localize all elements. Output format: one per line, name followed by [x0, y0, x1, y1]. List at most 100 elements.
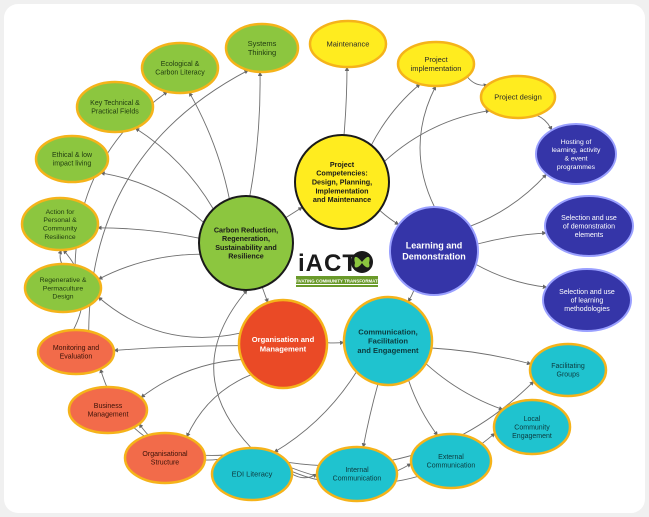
- connector-organisation-to-regenerative_design: [97, 296, 241, 338]
- connector-carbon-to-action_resilience: [97, 225, 200, 239]
- connector-carbon-to-project: [285, 206, 303, 219]
- connector-project-to-project_design: [383, 109, 491, 162]
- connector-communication-to-local_engagement: [425, 363, 504, 411]
- node-key-technical-fields-shape: [75, 80, 155, 134]
- hub-carbon-reduction-label: Carbon Reduction,Regeneration,Sustainabi…: [214, 225, 278, 260]
- node-monitoring-evaluation-shape: [36, 328, 116, 376]
- connector-learning-to-demo_elements: [477, 230, 547, 245]
- node-ecological-carbon-literacy-label: Ecological &Carbon Literacy: [155, 61, 205, 77]
- node-ecological-carbon-literacy-shape: [140, 41, 220, 95]
- connector-project-to-maintenance: [343, 66, 350, 136]
- connector-project-to-learning: [379, 209, 400, 225]
- node-demonstration-elements-shape: [544, 195, 634, 257]
- node-regenerative-design-shape: [23, 262, 103, 314]
- connector-edi_literacy-to-internal_comm: [291, 473, 318, 479]
- hub-organisation-management-shape: [237, 298, 329, 390]
- node-project-implementation-shape: [396, 40, 476, 88]
- connector-carbon-to-ethical_living: [100, 171, 205, 223]
- node-key-technical-fields-label: Key Technical &Practical Fields: [90, 100, 140, 116]
- connector-communication-to-external_comm: [408, 379, 438, 436]
- connector-project_implementation-to-project_design: [466, 76, 489, 88]
- connector-project_design-to-hosting: [536, 114, 553, 131]
- connector-carbon-to-regenerative_design: [98, 253, 201, 280]
- node-business-management-shape: [67, 385, 149, 435]
- node-local-community-engagement-shape: [492, 398, 572, 456]
- connector-edi_literacy-to-carbon: [213, 289, 252, 449]
- node-internal-communication-shape: [315, 445, 399, 503]
- connector-communication-to-facilitating_groups: [431, 347, 532, 366]
- connector-regenerative_design-to-action_resilience: [57, 249, 63, 265]
- node-hosting-programmes-shape: [535, 123, 617, 185]
- connector-learning-to-learning_methods: [475, 264, 548, 289]
- connector-organisation-to-business: [140, 359, 242, 398]
- node-edi-literacy: EDI Literacy: [210, 446, 294, 502]
- node-action-resilience-shape: [20, 196, 100, 252]
- connector-learning-to-hosting: [470, 173, 547, 227]
- connector-organisation-to-monitoring: [113, 345, 240, 353]
- connector-communication-to-edi_literacy: [273, 371, 357, 453]
- node-ecological-carbon-literacy: Ecological &Carbon Literacy: [140, 41, 220, 95]
- node-edi-literacy-shape: [210, 446, 294, 502]
- hub-project-competencies-shape: [294, 134, 390, 230]
- node-learning-methodologies-shape: [542, 268, 632, 332]
- hub-carbon-reduction-shape: [198, 195, 294, 291]
- logo-wordmark: iACT: [298, 250, 358, 277]
- connector-learning-to-communication: [407, 290, 415, 303]
- node-maintenance-label: Maintenance: [327, 40, 370, 49]
- node-edi-literacy-label: EDI Literacy: [232, 470, 273, 479]
- node-organisational-structure-shape: [123, 431, 207, 485]
- hub-carbon-reduction: Carbon Reduction,Regeneration,Sustainabi…: [198, 195, 294, 291]
- node-external-communication-shape: [409, 432, 493, 490]
- connector-organisation-to-org_structure: [186, 374, 252, 438]
- iact-logo: iACT ACTIVATING COMMUNITY TRANSFORMATION: [289, 243, 386, 291]
- connector-project-to-project_implementation: [370, 83, 421, 146]
- nodes: Carbon Reduction,Regeneration,Sustainabi…: [20, 19, 634, 503]
- connector-carbon-to-key_technical: [134, 127, 214, 210]
- connector-communication-to-internal_comm: [361, 383, 379, 448]
- node-project-design-shape: [479, 74, 557, 120]
- node-facilitating-groups-shape: [528, 342, 608, 398]
- node-ethical-low-impact-living-shape: [34, 134, 110, 184]
- hub-communication-engagement-shape: [342, 295, 434, 387]
- connector-organisation-to-communication: [326, 340, 345, 346]
- hub-learning-demonstration-shape: [389, 206, 479, 296]
- node-maintenance: Maintenance: [308, 19, 388, 69]
- connector-carbon-to-systems_thinking: [249, 71, 263, 197]
